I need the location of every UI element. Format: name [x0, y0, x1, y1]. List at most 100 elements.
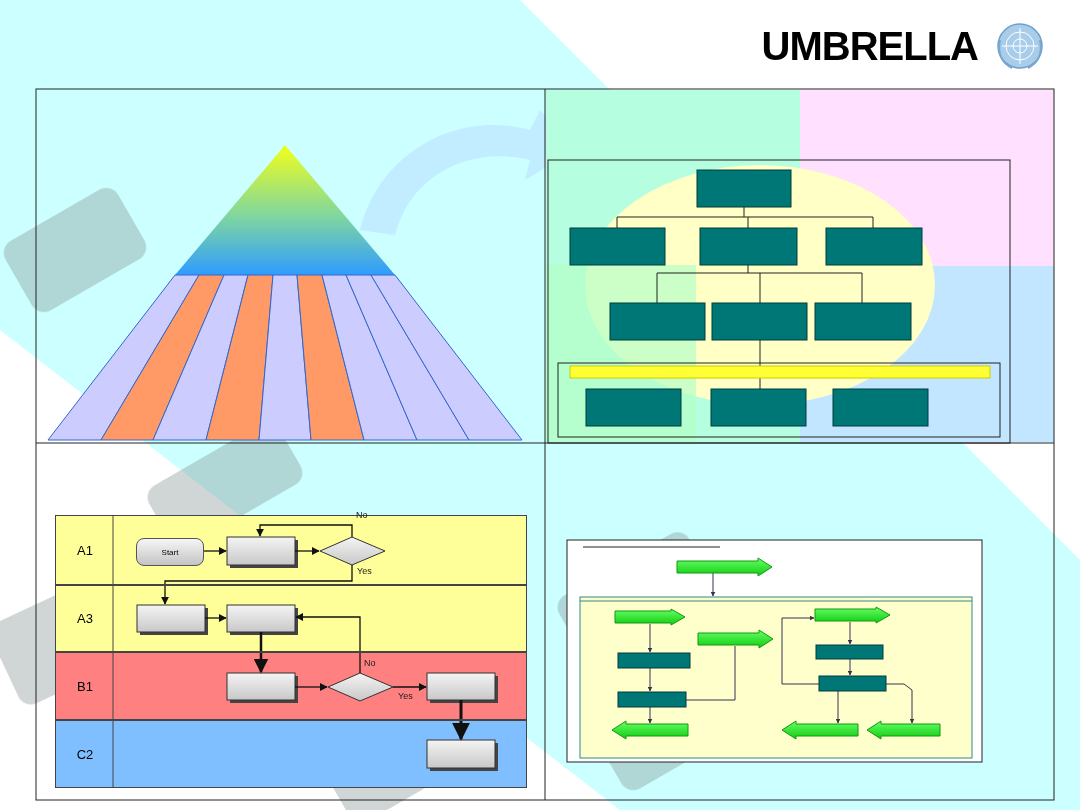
flow-line: [296, 617, 360, 673]
org-chart: [558, 363, 1000, 437]
lane-header: A1: [56, 516, 114, 584]
flow-panel: [650, 624, 651, 652]
flow-line: [295, 550, 319, 551]
org-chart: [711, 389, 806, 426]
org-chart: [748, 265, 749, 273]
terminator-label: Start: [162, 548, 179, 557]
flow-panel: [612, 721, 688, 739]
process-box: [227, 673, 295, 700]
lane-header: A3: [56, 586, 114, 651]
lane-label: C2: [77, 747, 94, 762]
flow-panel: [650, 668, 651, 691]
org-chart: [700, 228, 797, 265]
branch-label: Yes: [357, 567, 372, 576]
process-box: [137, 537, 498, 771]
flow-panel: [615, 609, 685, 625]
org-chart: [610, 303, 705, 340]
org-chart: [744, 207, 745, 217]
process-box: [140, 540, 498, 771]
flow-panel: [618, 692, 686, 707]
branch-label: No: [356, 511, 368, 520]
org-chart: [697, 170, 791, 207]
top-right-puzzle: [546, 265, 696, 442]
decision-diamond: [320, 537, 385, 565]
org-chart: [570, 366, 990, 378]
un-emblem: [998, 24, 1042, 68]
process-box: [427, 673, 495, 700]
swimlane-fill: [55, 720, 527, 788]
un-emblem: [1002, 46, 1038, 47]
pyramid: [48, 145, 522, 440]
swimlane-band: A1 Start: [55, 515, 527, 585]
org-chart: [548, 160, 1010, 443]
flow-panel: [677, 558, 772, 576]
process-box: [227, 605, 295, 632]
flow-panel: [886, 684, 912, 723]
un-emblem: [998, 24, 1042, 68]
curved-arrow: [360, 110, 575, 235]
org-chart: [833, 389, 928, 426]
puzzle-piece: [0, 183, 151, 317]
flow-panel: [612, 558, 940, 739]
pyramid: [371, 275, 522, 440]
top-right-puzzle: [546, 90, 1054, 442]
flow-panel: [618, 653, 690, 668]
flow-panel: [580, 601, 972, 602]
org-chart: [760, 273, 761, 303]
flow-panel: [816, 645, 883, 659]
swimlane-band: C2: [55, 720, 527, 788]
flow-panel: [713, 573, 714, 596]
branch-label: Yes: [398, 692, 413, 701]
org-chart: [815, 303, 911, 340]
swimlane-fill: [55, 652, 527, 720]
flow-line: [165, 525, 461, 739]
flow-line: [260, 525, 352, 537]
flow-panel: [686, 646, 735, 700]
branch-label: No: [364, 659, 376, 668]
flow-panel: [838, 691, 839, 723]
lane-label: B1: [77, 679, 93, 694]
flow-panel: [580, 597, 972, 758]
decision-diamond: [328, 673, 393, 701]
org-chart: [712, 303, 807, 340]
process-box: [427, 740, 495, 768]
un-emblem: [999, 40, 1041, 68]
org-chart: [586, 389, 681, 426]
lane-label: A1: [77, 543, 93, 558]
flow-line: [295, 686, 327, 687]
flow-line: [393, 686, 426, 687]
flow-panel: [567, 540, 982, 762]
lane-label: A3: [77, 611, 93, 626]
flow-panel: [698, 630, 773, 648]
lane-header: B1: [56, 653, 114, 719]
org-chart: [826, 228, 922, 265]
flow-panel: [815, 607, 890, 623]
org-chart: [617, 217, 873, 228]
swimlane-fill: [55, 515, 527, 585]
logo-wordmark: UMBRELLA: [762, 26, 978, 66]
pyramid: [175, 145, 395, 275]
process-box: [137, 605, 205, 632]
flow-panel: [618, 645, 886, 707]
quadrant-frame: [36, 89, 1054, 800]
org-chart: [760, 340, 761, 389]
org-chart: [748, 217, 749, 228]
flow-panel: [583, 547, 720, 548]
flow-panel: [650, 618, 912, 723]
flow-panel: [782, 721, 858, 739]
decision-diamond: [320, 537, 393, 701]
process-box: [227, 537, 295, 565]
flow-panel: [650, 707, 651, 723]
flow-line: [203, 550, 226, 551]
quadrant-frame: [545, 89, 546, 800]
terminator-box: Start: [136, 538, 204, 566]
flow-panel: [867, 721, 940, 739]
swimlane-fill: [55, 585, 527, 652]
org-chart: [570, 170, 928, 426]
flow-panel: [850, 659, 851, 675]
org-chart: [570, 228, 665, 265]
